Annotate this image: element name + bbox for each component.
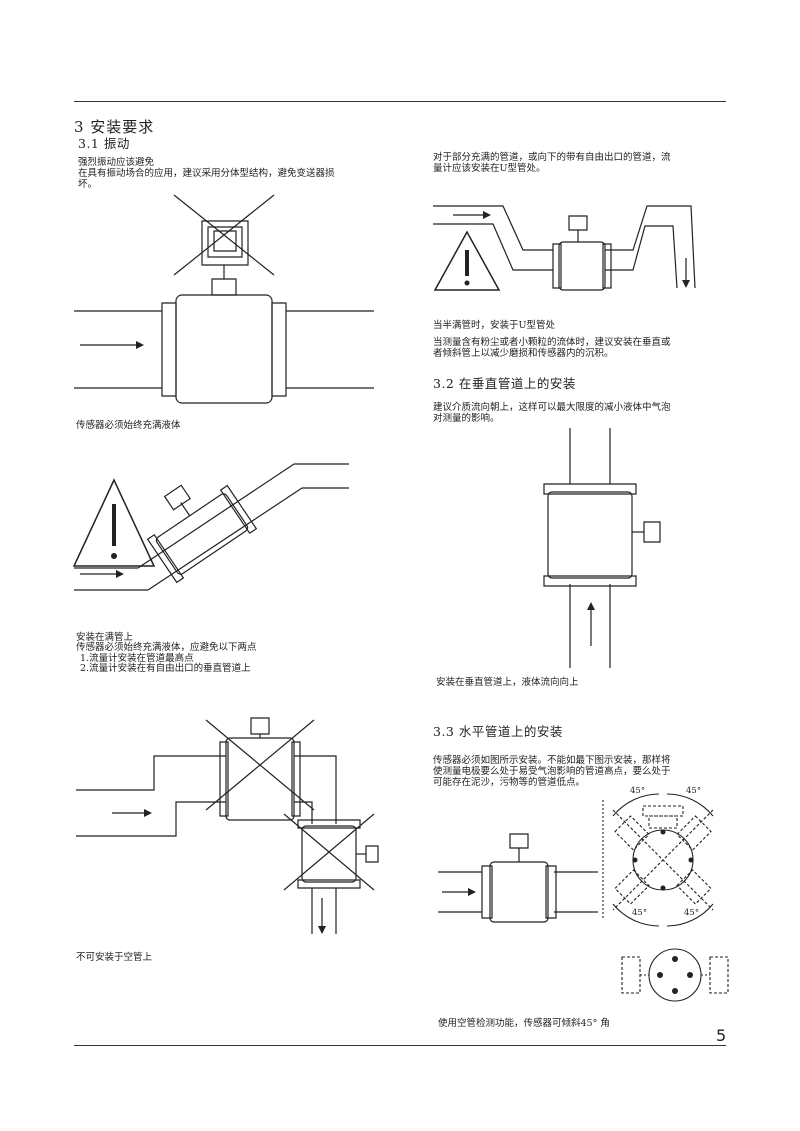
angle-label-top-left: 45° bbox=[630, 786, 646, 796]
page-number: 5 bbox=[716, 1026, 727, 1045]
vertical-heading: 3.2 在垂直管道上的安装 bbox=[433, 376, 576, 391]
horizontal-heading: 3.3 水平管道上的安装 bbox=[433, 724, 563, 739]
vertical-pipe-figure bbox=[540, 428, 670, 668]
vertical-caption: 安装在垂直管道上，液体流向向上 bbox=[436, 677, 579, 688]
high-point-figure bbox=[76, 712, 386, 934]
horizontal-meter-figure bbox=[438, 828, 598, 928]
sloped-pipe-figure bbox=[74, 462, 354, 592]
top-rule bbox=[74, 101, 726, 102]
caption-empty-pipe: 不可安装于空管上 bbox=[76, 952, 153, 963]
full-pipe-item-1: 1.流量计安装在管道最高点 bbox=[80, 653, 194, 664]
vertical-line-2: 对测量的影响。 bbox=[433, 413, 500, 424]
vibration-line-3: 坏。 bbox=[78, 179, 98, 190]
caption-full-liquid: 传感器必须始终充满液体 bbox=[76, 420, 181, 431]
angle-label-top-right: 45° bbox=[686, 786, 702, 796]
section-title: 3 安装要求 bbox=[74, 118, 155, 136]
vibration-line-1: 强烈振动应该避免 bbox=[78, 157, 155, 168]
half-full-line-2: 者倾斜管上以减少磨损和传感器内的沉积。 bbox=[433, 348, 614, 359]
bottom-rule bbox=[74, 1045, 726, 1046]
half-full-caption: 当半满管时，安装于U型管处 bbox=[433, 320, 556, 331]
vibration-figure bbox=[74, 195, 374, 405]
vertical-line-1: 建议介质流向朝上，这样可以最大限度的减小液体中气泡 bbox=[433, 402, 671, 413]
half-full-line-1: 当测量含有粉尘或者小颗粒的流体时，建议安装在垂直或 bbox=[433, 337, 671, 348]
u-pipe-figure bbox=[433, 198, 713, 298]
orientation-figure bbox=[603, 780, 729, 930]
vibration-heading: 3.1 振动 bbox=[78, 136, 130, 151]
angle-label-bottom-right: 45° bbox=[684, 908, 700, 918]
horizontal-line-1: 传感器必须如图所示安装。不能如最下图示安装，那样将 bbox=[433, 755, 671, 766]
horizontal-caption: 使用空管检测功能，传感器可倾斜45° 角 bbox=[438, 1018, 610, 1029]
partial-line-1: 对于部分充满的管道，或向下的带有自由出口的管道，流 bbox=[433, 152, 671, 163]
vibration-line-2: 在具有振动场合的应用，建议采用分体型结构，避免变送器损 bbox=[78, 168, 335, 179]
full-pipe-item-2: 2.流量计安装在有自由出口的垂直管道上 bbox=[80, 663, 251, 674]
angle-label-bottom-left: 45° bbox=[632, 908, 648, 918]
full-pipe-line-1: 安装在满管上 bbox=[76, 632, 134, 643]
horizontal-line-3: 可能存在泥沙，污物等的管道低点。 bbox=[433, 777, 586, 788]
incorrect-orientation-figure bbox=[620, 945, 730, 1005]
full-pipe-line-2: 传感器必须始终充满液体，应避免以下两点 bbox=[76, 642, 257, 653]
horizontal-line-2: 使测量电极要么处于易受气泡影响的管道高点，要么处于 bbox=[433, 766, 671, 777]
partial-line-2: 量计应该安装在U型管处。 bbox=[433, 163, 546, 174]
